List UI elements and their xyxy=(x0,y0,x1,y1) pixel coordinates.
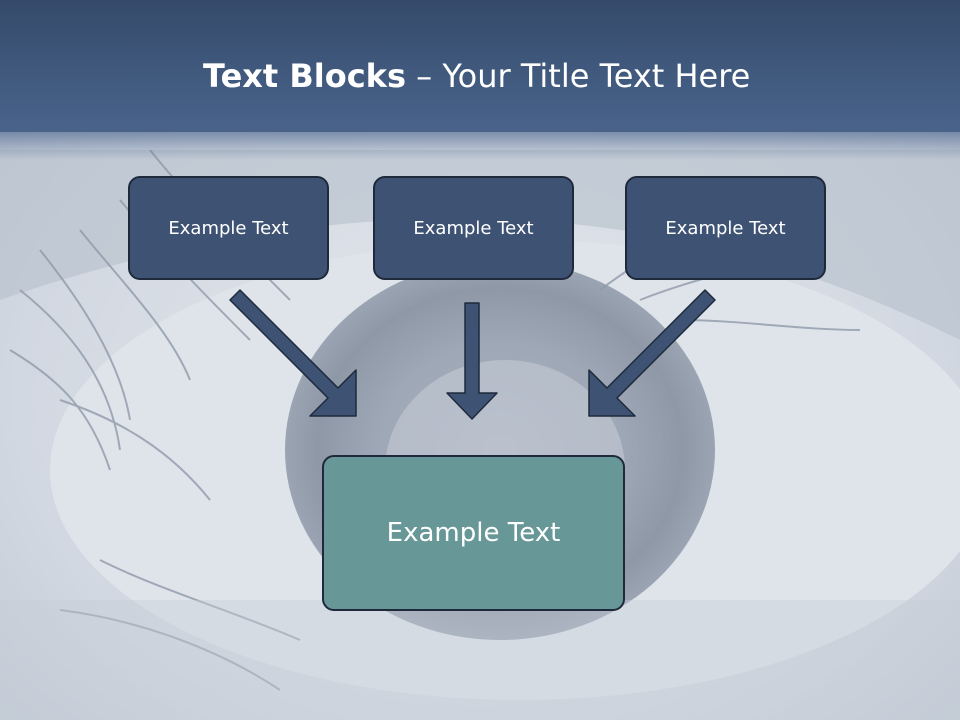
arrow-left-diagonal xyxy=(229,289,357,417)
text-box-bottom-label: Example Text xyxy=(386,518,561,548)
title-rest: Your Title Text Here xyxy=(442,57,751,95)
arrow-center-down xyxy=(446,302,498,420)
text-box-top-right: Example Text xyxy=(625,176,826,280)
title-bold: Text Blocks xyxy=(203,57,406,95)
text-box-top-center-label: Example Text xyxy=(413,217,534,239)
slide-title: Text Blocks – Your Title Text Here xyxy=(203,54,750,98)
text-box-bottom: Example Text xyxy=(322,455,625,611)
text-box-top-center: Example Text xyxy=(373,176,574,280)
header-band xyxy=(0,0,960,132)
header-fade xyxy=(0,120,960,160)
text-box-top-right-label: Example Text xyxy=(665,217,786,239)
arrow-right-diagonal xyxy=(588,289,716,417)
text-box-top-left: Example Text xyxy=(128,176,329,280)
text-box-top-left-label: Example Text xyxy=(168,217,289,239)
title-dash: – xyxy=(406,57,443,95)
